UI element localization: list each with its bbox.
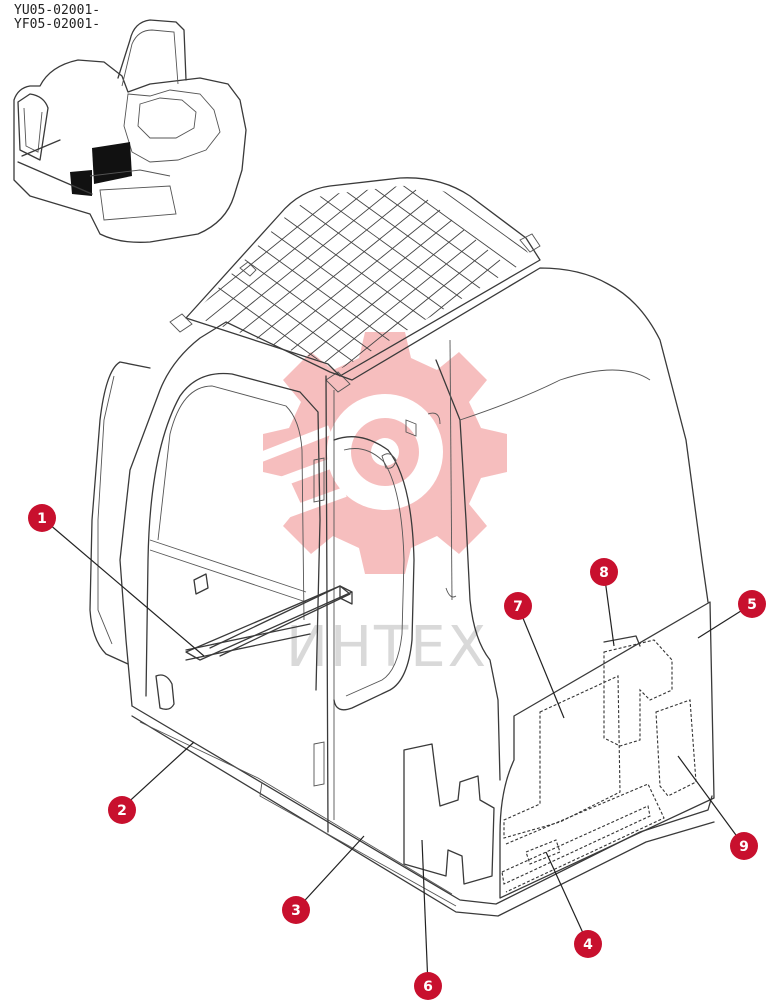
part-7-liner [503, 675, 665, 893]
callout-4: 4 [574, 930, 602, 958]
svg-text:6: 6 [423, 979, 433, 995]
callout-6: 6 [414, 972, 442, 1000]
callout-8: 8 [590, 558, 618, 586]
svg-text:4: 4 [583, 937, 593, 953]
callout-9: 9 [730, 832, 758, 860]
part-9-piece [655, 699, 697, 797]
part-5-side-panel [499, 601, 715, 899]
cab-body [89, 267, 715, 917]
svg-text:2: 2 [117, 803, 127, 819]
callout-2: 2 [108, 796, 136, 824]
leader-lines [41, 517, 753, 987]
svg-text:7: 7 [513, 599, 523, 615]
inset-machine-overview [13, 19, 247, 243]
part-1-bar [185, 585, 353, 661]
serial-range-1: YU05-02001- [14, 3, 101, 18]
svg-text:5: 5 [747, 597, 757, 613]
watermark-gear-logo [226, 332, 507, 574]
part-8-piece [603, 635, 673, 747]
svg-text:8: 8 [599, 565, 609, 581]
svg-text:1: 1 [37, 511, 47, 527]
callout-1: 1 [28, 504, 56, 532]
callout-7: 7 [504, 592, 532, 620]
part-6-panel [403, 743, 495, 885]
serial-range-2: YF05-02001- [14, 17, 101, 32]
part-4-strip [501, 805, 651, 885]
callout-3: 3 [282, 896, 310, 924]
callout-5: 5 [738, 590, 766, 618]
watermark-text: ИНТЕХ [286, 615, 488, 680]
svg-text:9: 9 [739, 839, 749, 855]
svg-text:3: 3 [291, 903, 301, 919]
